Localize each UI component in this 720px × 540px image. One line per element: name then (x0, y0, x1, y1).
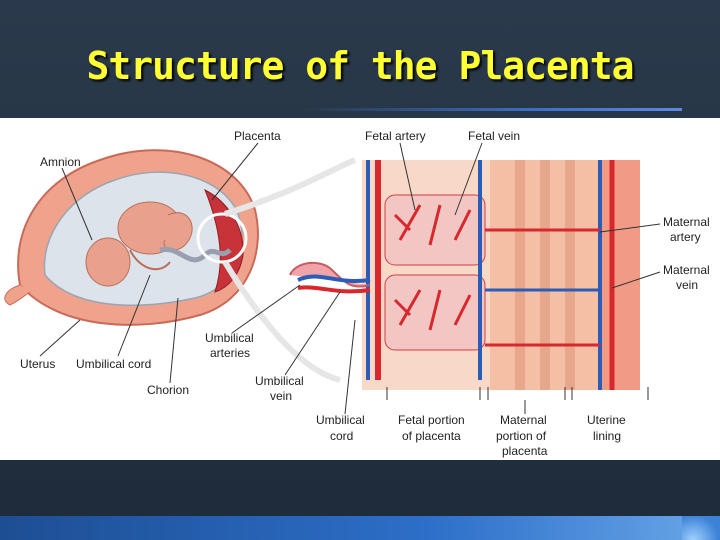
label-umbilical-arteries-line2: arteries (210, 346, 250, 360)
fetus (85, 201, 193, 287)
label-amnion: Amnion (40, 155, 81, 169)
label-umbilical-vein-line1: Umbilical (255, 374, 304, 388)
label-maternal-portion-line3: placenta (502, 444, 548, 458)
label-umbilical-cord-detail-line2: cord (330, 429, 353, 443)
label-umbilical-vein-line2: vein (270, 389, 292, 403)
label-umbilical-cord: Umbilical cord (76, 357, 151, 371)
footer-swoosh (682, 516, 720, 540)
diagram-labels: Amnion Placenta Fetal artery Fetal vein … (20, 129, 710, 458)
leader-lines (39, 142, 661, 415)
label-uterus: Uterus (20, 357, 55, 371)
label-maternal-vein-line2: vein (676, 278, 698, 292)
label-maternal-portion-line2: portion of (496, 429, 547, 443)
label-uterine-lining-line2: lining (593, 429, 621, 443)
label-fetal-portion-line1: Fetal portion (398, 413, 465, 427)
label-maternal-vein-line1: Maternal (663, 263, 710, 277)
magnify-circle (196, 212, 248, 264)
label-maternal-artery-line2: artery (670, 230, 701, 244)
uterus-illustration (4, 149, 259, 326)
label-umbilical-cord-detail-line1: Umbilical (316, 413, 365, 427)
label-placenta: Placenta (234, 129, 281, 143)
footer-band (0, 516, 720, 540)
label-fetal-artery: Fetal artery (365, 129, 426, 143)
label-maternal-portion-line1: Maternal (500, 413, 547, 427)
label-umbilical-arteries-line1: Umbilical (205, 331, 254, 345)
slide-title: Structure of the Placenta (86, 44, 635, 88)
title-underline (300, 108, 682, 111)
label-fetal-vein: Fetal vein (468, 129, 520, 143)
label-chorion: Chorion (147, 383, 189, 397)
placenta-detail (289, 160, 649, 400)
label-maternal-artery-line1: Maternal (663, 215, 710, 229)
label-fetal-portion-line2: of placenta (402, 429, 461, 443)
label-uterine-lining-line1: Uterine (587, 413, 626, 427)
